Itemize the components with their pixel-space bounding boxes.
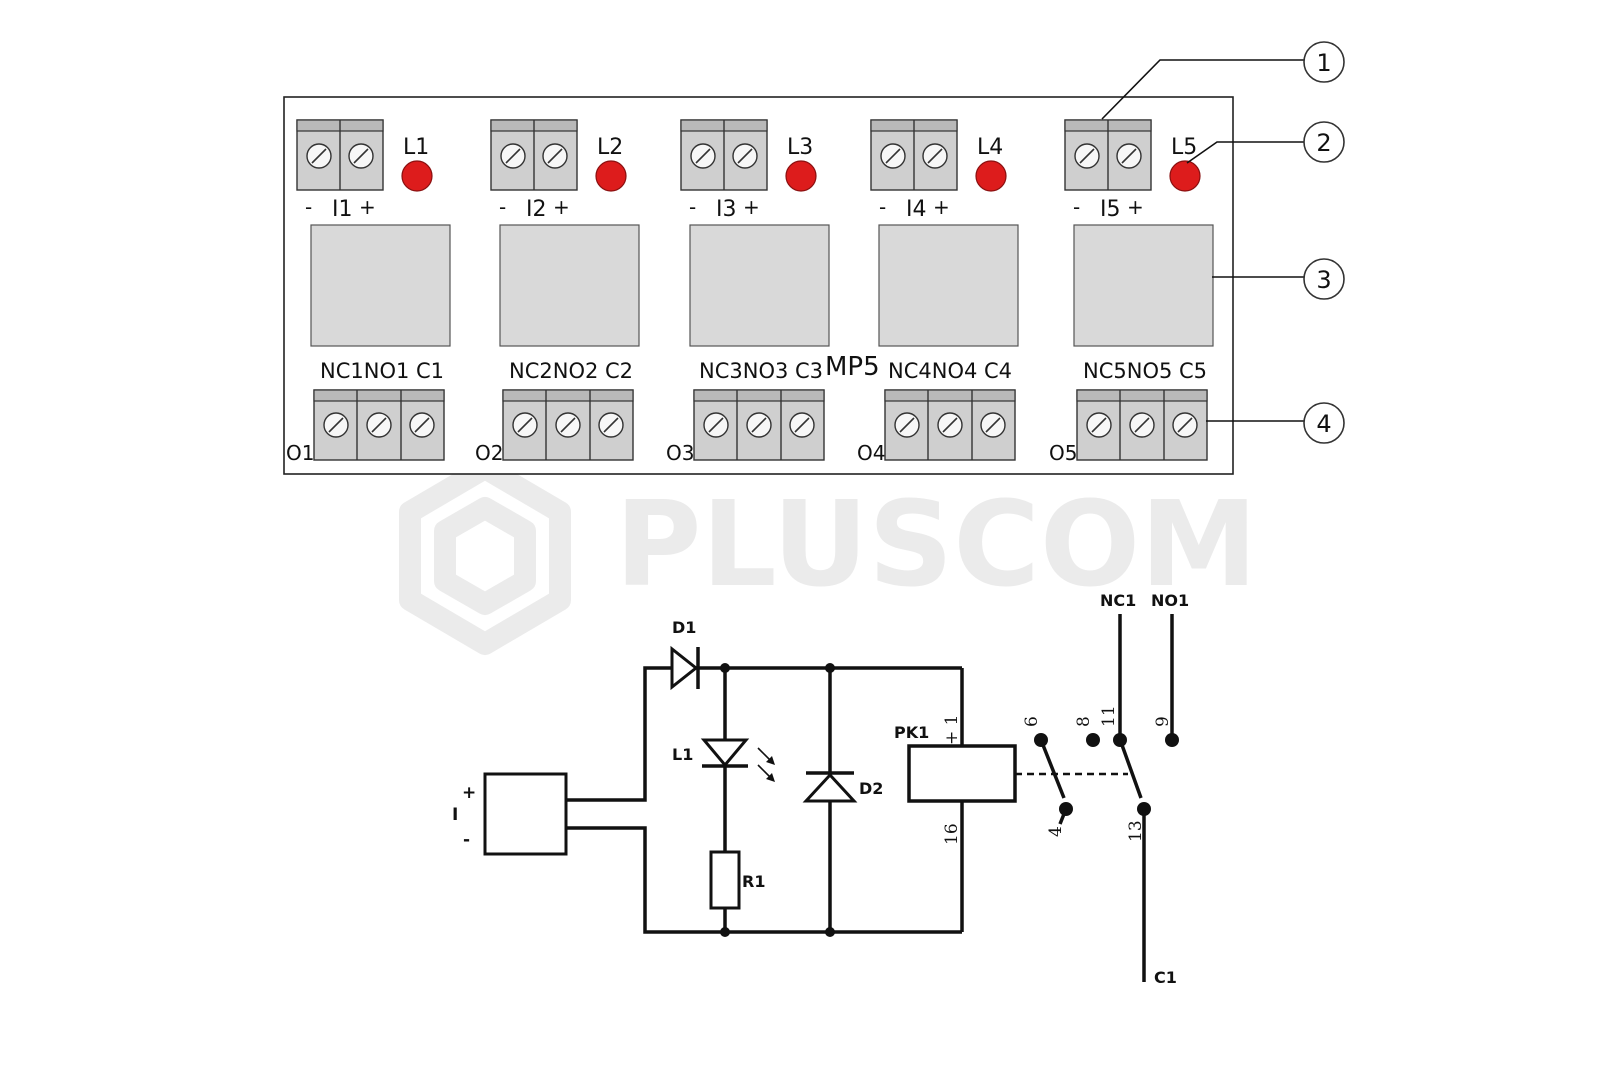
d2-label: D2 [859, 779, 883, 798]
contact-pin-8: 8 [1074, 716, 1094, 727]
contact-pin-9: 9 [1153, 716, 1173, 727]
output-terminal-3 [693, 389, 825, 461]
input-label-3: I3 [716, 197, 737, 222]
pluscom-watermark: PLUSCOM [399, 457, 1258, 655]
contact-pin-6: 6 [1022, 716, 1042, 727]
r1-label: R1 [742, 872, 765, 891]
contact-pin-13: 13 [1126, 820, 1146, 842]
callout-3: 3 [1212, 258, 1345, 300]
no1-label: NO1 [1151, 591, 1189, 610]
watermark-text: PLUSCOM [615, 475, 1258, 613]
circuit-wires [566, 663, 964, 937]
input-label-2: I2 [526, 197, 547, 222]
contact-pin-4: 4 [1046, 826, 1066, 837]
callout-4-label: 4 [1316, 410, 1331, 438]
input-terminal-1 [296, 119, 384, 191]
output-label-2: O2 [475, 441, 503, 465]
input-block [483, 772, 568, 856]
relay-5 [1073, 224, 1214, 347]
output-label-4: O4 [857, 441, 885, 465]
led-label-1: L1 [403, 135, 429, 160]
channel-5: L5 -I5+ NC5NO5 C5 O5 [1049, 119, 1214, 465]
input-minus-4: - [879, 195, 886, 219]
input-label-1: I1 [332, 197, 353, 222]
input-plus-4: + [933, 195, 950, 219]
channel-3: L3 -I3+ NC3NO3 C3 O3 [666, 119, 830, 465]
input-minus-label: - [463, 830, 470, 850]
led-label-3: L3 [787, 135, 813, 160]
input-minus-1: - [305, 195, 312, 219]
d1-label: D1 [672, 618, 696, 637]
led-4 [975, 160, 1007, 192]
relay-4 [878, 224, 1019, 347]
led-l1-symbol [700, 738, 775, 782]
nc1-label: NC1 [1100, 591, 1136, 610]
input-label: I [452, 805, 458, 825]
input-plus-1: + [359, 195, 376, 219]
output-terminal-4 [884, 389, 1016, 461]
coil-pin-16: 16 [942, 823, 962, 845]
input-minus-2: - [499, 195, 506, 219]
input-label-5: I5 [1100, 197, 1121, 222]
relay-3 [689, 224, 830, 347]
led-1 [401, 160, 433, 192]
channel-2: L2 -I2+ NC2NO2 C2 O2 [475, 119, 640, 465]
led-label-4: L4 [977, 135, 1003, 160]
channel-1: L1 -I1+ NC1NO1 C1 O1 [286, 119, 451, 465]
input-plus-5: + [1127, 195, 1144, 219]
contacts-label-2: NC2NO2 C2 [509, 359, 633, 383]
diode-d2 [802, 771, 858, 803]
input-plus-3: + [743, 195, 760, 219]
channel-4: L4 -I4+ NC4NO4 C4 O4 [857, 119, 1019, 465]
callout-1-label: 1 [1316, 49, 1331, 77]
contacts-label-5: NC5NO5 C5 [1083, 359, 1207, 383]
led-2 [595, 160, 627, 192]
input-plus-2: + [553, 195, 570, 219]
input-terminal-5 [1064, 119, 1152, 191]
input-terminal-3 [680, 119, 768, 191]
contact-set-2 [1086, 614, 1179, 982]
pluscom-logo-icon [399, 457, 571, 655]
contact-pin-11: 11 [1099, 705, 1119, 727]
relay-2 [499, 224, 640, 347]
input-minus-3: - [689, 195, 696, 219]
output-terminal-1 [313, 389, 445, 461]
coil-pin-1: + 1 [942, 715, 962, 745]
c1-label: C1 [1154, 968, 1177, 987]
input-terminal-4 [870, 119, 958, 191]
contacts-label-1: NC1NO1 C1 [320, 359, 444, 383]
callout-2: 2 [1186, 121, 1345, 164]
input-minus-5: - [1073, 195, 1080, 219]
relay-coil-pk1 [907, 744, 1017, 803]
callout-3-label: 3 [1316, 266, 1331, 294]
output-label-3: O3 [666, 441, 694, 465]
led-3 [785, 160, 817, 192]
l1-schematic-label: L1 [672, 745, 693, 764]
callout-1: 1 [1101, 41, 1345, 120]
output-label-1: O1 [286, 441, 314, 465]
callout-4: 4 [1206, 402, 1345, 444]
contact-set-1 [1034, 733, 1073, 825]
contacts-label-4: NC4NO4 C4 [888, 359, 1012, 383]
relay-1 [310, 224, 451, 347]
input-plus-label: + [462, 783, 476, 803]
led-5 [1169, 160, 1201, 192]
led-label-2: L2 [597, 135, 623, 160]
callout-2-label: 2 [1316, 129, 1331, 157]
output-terminal-5 [1076, 389, 1208, 461]
input-terminal-2 [490, 119, 578, 191]
board-name: MP5 [825, 352, 880, 382]
pk1-label: PK1 [894, 723, 929, 742]
input-label-4: I4 [906, 197, 927, 222]
output-terminal-2 [502, 389, 634, 461]
led-label-5: L5 [1171, 135, 1197, 160]
diode-d1 [670, 645, 700, 691]
contacts-label-3: NC3NO3 C3 [699, 359, 823, 383]
relay-circuit-schematic: + I - D1 [452, 591, 1189, 987]
output-label-5: O5 [1049, 441, 1077, 465]
resistor-r1 [709, 850, 741, 910]
